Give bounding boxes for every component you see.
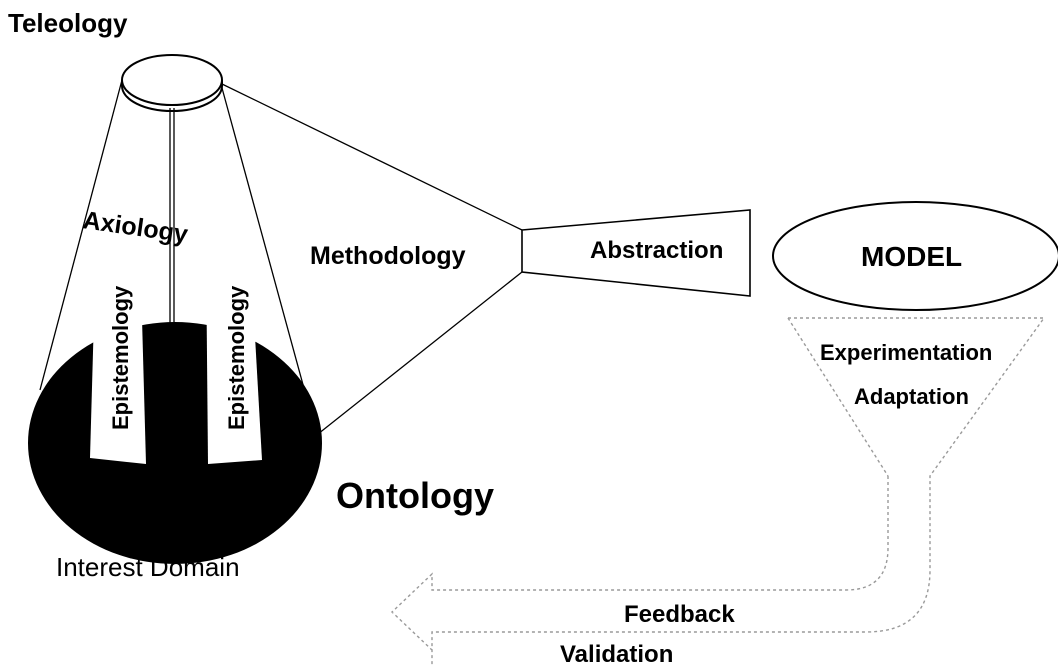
epistemology-bar-right [206, 248, 262, 464]
model-label: MODEL [861, 241, 962, 272]
cone-line-left [39, 79, 123, 391]
interest-domain-label: Interest Domain [56, 552, 240, 582]
experimentation-funnel-outline [390, 317, 1046, 666]
epistemology-bar-left [90, 246, 146, 464]
experimentation-label: Experimentation [820, 340, 992, 365]
funnel-line-bottom [317, 271, 523, 435]
experimentation-funnel-left-edge [787, 317, 889, 477]
epistemology-left-label: Epistemology [108, 285, 133, 430]
abstraction-trapezoid [521, 209, 751, 297]
adaptation-label: Adaptation [854, 384, 969, 409]
epistemology-right-label: Epistemology [224, 285, 249, 430]
teleology-disc [121, 54, 223, 112]
funnel-line-top [221, 83, 523, 231]
ontology-label: Ontology [336, 475, 494, 516]
cone-line-right [221, 87, 306, 393]
teleology-label: Teleology [8, 8, 128, 38]
feedback-label: Feedback [624, 601, 735, 628]
model-ellipse [772, 201, 1058, 311]
validation-label: Validation [560, 641, 673, 666]
cone-lines [39, 79, 306, 393]
central-pillar [152, 326, 204, 476]
methodology-label: Methodology [310, 242, 466, 270]
abstraction-label: Abstraction [590, 237, 723, 264]
methodology-funnel [221, 83, 523, 435]
